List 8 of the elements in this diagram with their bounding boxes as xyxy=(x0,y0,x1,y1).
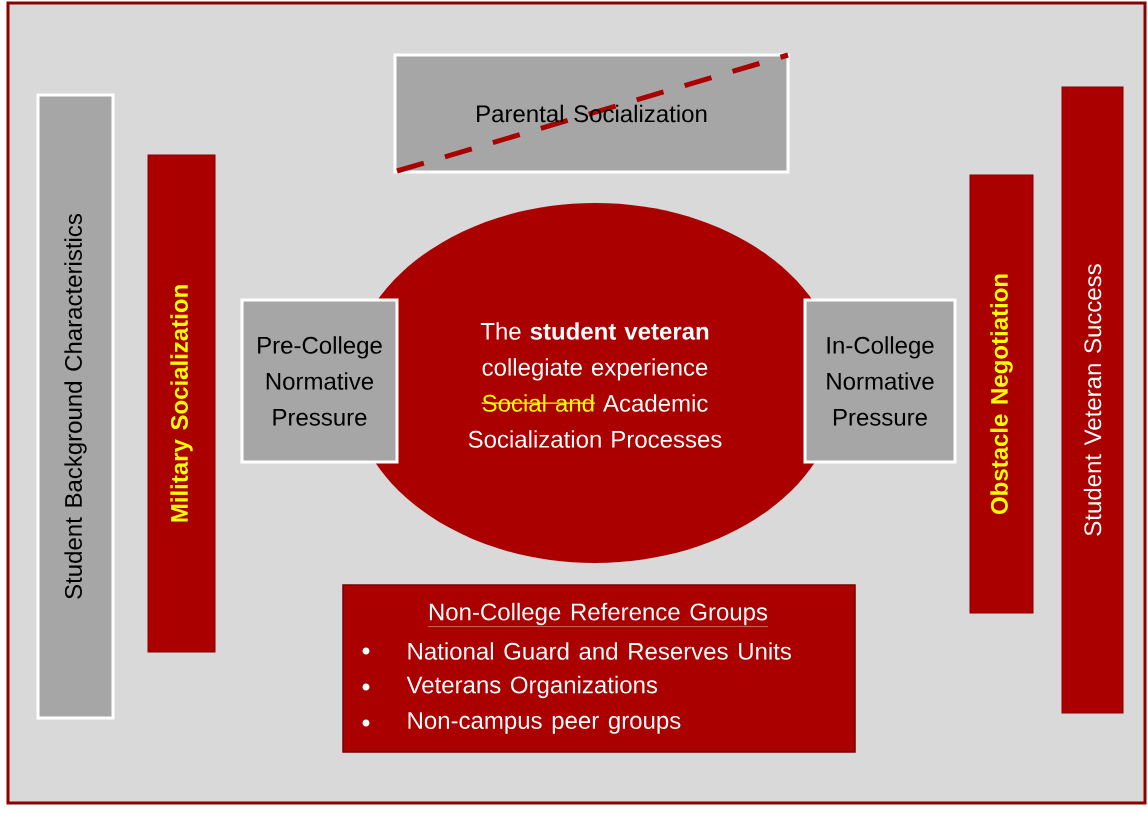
vertical-bar: Student Veteran Success xyxy=(1061,86,1124,714)
text-box: Parental Socialization xyxy=(393,52,790,174)
vertical-bar: Military Socialization xyxy=(147,154,216,653)
vertical-bar: Student Background Characteristics xyxy=(36,93,115,720)
list-box: Non-College Reference Groups National Guard and Reserves Units Veterans Organizations Non-campus peer groups xyxy=(342,584,856,753)
text-box: Pre-College Normative Pressure xyxy=(240,298,399,464)
vertical-bar: Obstacle Negotiation xyxy=(969,174,1034,614)
text-box: In-College Normative Pressure xyxy=(803,298,957,464)
